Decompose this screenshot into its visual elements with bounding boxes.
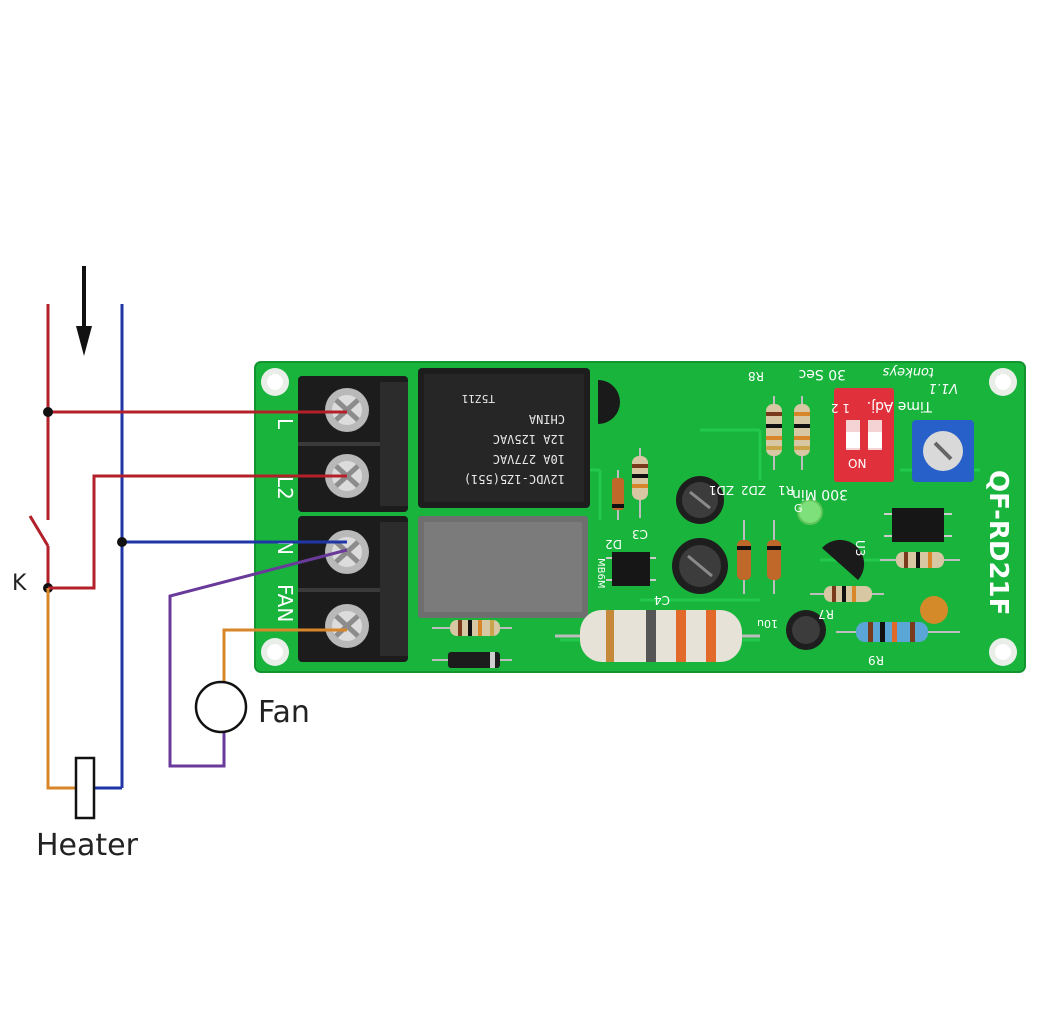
board-maker-label: tonkeys [882,364,934,379]
resistor [880,552,960,568]
fan-live-wire [222,628,347,682]
power-module-block [418,516,588,618]
resistor-r9 [836,622,960,642]
ref-c3: C3 [632,527,648,541]
ref-c4: C4 [654,593,670,607]
ref-zd2: ZD2 [741,483,766,497]
relay-text-line: CHINA [528,412,565,426]
fan-neutral-wire [168,548,348,768]
zener-diode-zd2 [767,520,781,594]
ref-mb: MB6M [595,558,606,588]
mounting-hole [989,638,1017,666]
mounting-hole [989,368,1017,396]
min-label: 300 Min [792,486,848,502]
terminal-label-fan: FAN [273,584,297,622]
junction-dot [43,407,53,417]
bridge-rectifier [606,552,656,586]
cap-value-label: 10u [757,617,778,630]
transistor [598,380,620,424]
ceramic-capacitor [920,596,948,624]
switch-label: K [12,571,27,596]
ref-d2: D2 [605,537,622,551]
sec-label: 30 Sec [799,366,846,382]
terminal-label-l: L [273,418,297,430]
terminal-label-n: N [273,540,297,555]
relay-text-line: T5Z11 [462,392,495,405]
power-resistor [555,610,760,662]
relay-text-line: 12A 125VAC [493,432,565,446]
ref-r9: R9 [868,653,884,667]
ref-r8: R8 [748,369,764,383]
relay-text-line: 10A 277VAC [493,452,565,466]
ref-r7: R7 [818,607,834,621]
time-adjust-potentiometer[interactable] [912,420,974,482]
led-indicator [797,499,823,525]
screw-terminal-l [325,388,369,432]
junction-dot [117,537,127,547]
dip-numbers-label: 1 2 [831,401,850,415]
dip-on-label: ON [848,457,866,471]
resistor-r1 [794,396,810,470]
mounting-hole [261,368,289,396]
capacitor-c4 [672,538,728,594]
board-version-label: V1.1 [928,380,958,395]
diode [432,652,512,668]
diode [612,470,624,520]
capacitor-c3 [676,476,724,524]
transistor [822,539,865,580]
relay [418,368,590,508]
fan-label: Fan [258,695,310,730]
resistor [432,620,512,636]
switched-live-wire-to-l2 [48,474,347,590]
ref-zd1: ZD1 [709,483,734,497]
resistor-r8 [766,396,782,470]
screw-terminal-fan [325,604,369,648]
ref-u3: U3 [853,540,867,556]
board-model-label: QF-RD21F [983,470,1013,615]
time-adj-label: Time Adj. [867,398,933,414]
screw-terminal-n [325,530,369,574]
resistor-r7 [810,586,884,602]
fan-symbol-icon [194,680,248,734]
zener-diode-zd1 [737,520,751,594]
mounting-hole [261,638,289,666]
heater-label: Heater [36,828,139,863]
resistor [632,448,648,518]
heater-symbol-icon [74,756,96,820]
down-arrow-icon [76,266,92,356]
terminal-label-l2: L2 [273,476,297,500]
ref-r1: R1 [778,483,794,497]
capacitor-small [786,610,826,650]
ref-g: G [794,502,803,515]
dip-switch[interactable] [834,388,894,482]
heater-wire [46,588,78,790]
switch-icon [28,515,50,588]
optocoupler-ic [884,508,952,542]
relay-text-line: 12VDC-1Z5(551) [464,472,565,486]
